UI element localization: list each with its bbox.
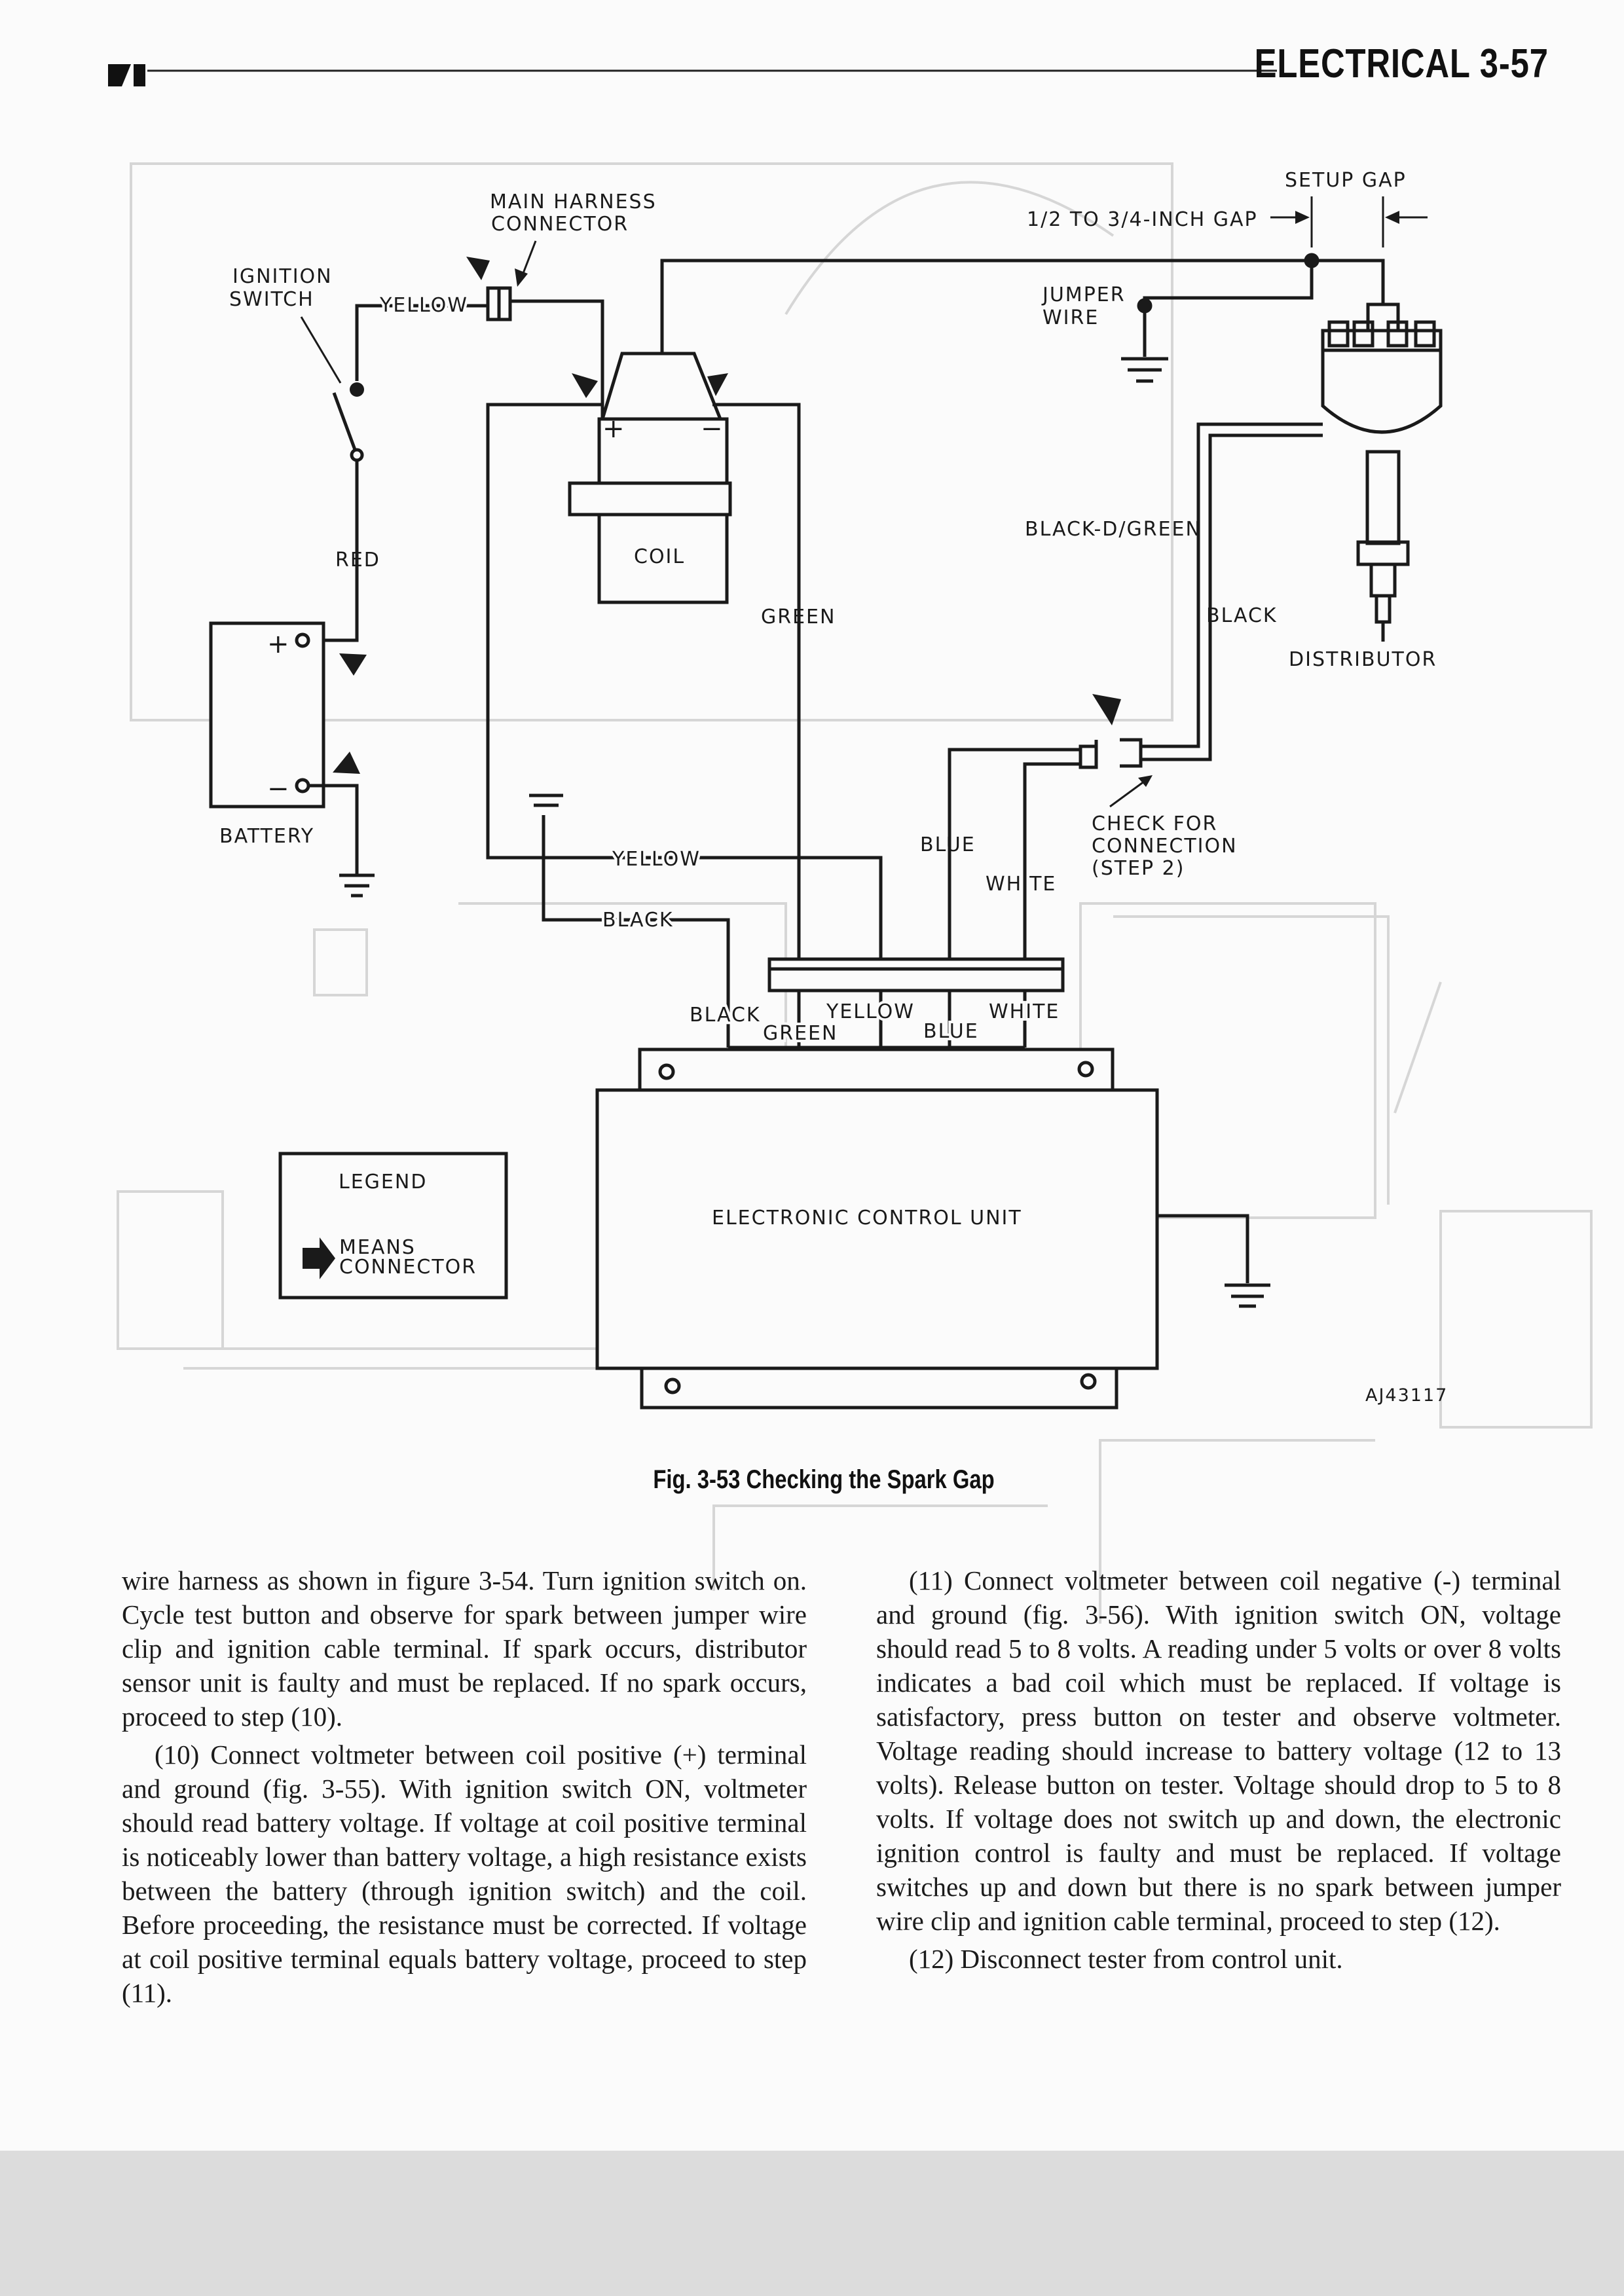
page-margin	[0, 2151, 1624, 2296]
gap-arrow-left-icon	[1270, 211, 1310, 224]
label-distributor: DISTRIBUTOR	[1289, 648, 1437, 671]
legend-connector: CONNECTOR	[339, 1256, 477, 1279]
ecu-icon	[595, 1048, 1159, 1410]
ignition-switch-icon	[332, 382, 364, 462]
label-ecu: ELECTRONIC CONTROL UNIT	[712, 1207, 1022, 1230]
publisher-logo-icon	[108, 64, 145, 86]
ground-mid-icon	[529, 793, 563, 807]
paragraph: wire harness as shown in figure 3-54. Tu…	[122, 1565, 807, 1732]
paragraph-step-12: (12) Disconnect tester from control unit…	[909, 1944, 1343, 1974]
label-yellow-mid: YELLOW	[612, 848, 701, 871]
wire-white	[1023, 762, 1080, 969]
check-connector-icon	[1079, 738, 1143, 769]
wire-green	[712, 403, 801, 969]
coil-icon	[568, 352, 732, 604]
label-main-harness: MAIN HARNESS	[490, 191, 657, 213]
legend-connector-arrow-icon	[303, 1237, 335, 1279]
label-bus-black: BLACK	[690, 1004, 761, 1027]
connector-arrow-icon	[572, 373, 598, 398]
label-black-d-green: BLACK-D/GREEN	[1025, 518, 1202, 541]
label-bus-blue: BLUE	[923, 1020, 979, 1043]
label-yellow-top: YELLOW	[379, 294, 468, 317]
legend-means: MEANS	[339, 1236, 416, 1259]
label-black-dist: BLACK	[1206, 604, 1278, 627]
label-black-mid: BLACK	[602, 909, 674, 932]
coil-minus-sign: −	[701, 414, 724, 444]
paragraph-step-10: (10) Connect voltmeter between coil posi…	[122, 1740, 807, 2008]
ecu-ground-icon	[1225, 1283, 1270, 1308]
coil-plus-sign: +	[602, 414, 626, 444]
harness-bus	[767, 957, 1065, 993]
wire-yellow	[486, 403, 883, 969]
text-column-left: wire harness as shown in figure 3-54. Tu…	[122, 1563, 807, 2014]
connector-arrow-icon	[339, 653, 367, 676]
connector-arrow-icon	[466, 257, 490, 280]
label-check-for: CHECK FOR	[1092, 812, 1217, 835]
label-step-2: (STEP 2)	[1092, 857, 1185, 880]
wire-to-coil-plus	[510, 299, 604, 422]
wire-black	[1132, 433, 1323, 761]
label-coil: COIL	[634, 545, 685, 568]
connector-arrow-icon	[1092, 694, 1121, 725]
gap-arrow-right-icon	[1385, 211, 1428, 224]
label-gap: 1/2 TO 3/4-INCH GAP	[1027, 208, 1258, 231]
label-jumper-wire: JUMPER	[1041, 283, 1126, 306]
label-main-harness-2: CONNECTOR	[491, 213, 629, 236]
label-red: RED	[335, 549, 380, 572]
label-white-mid: WHITE	[986, 873, 1056, 896]
label-ignition-switch-2: SWITCH	[229, 288, 314, 311]
wire-yellow-switch	[355, 304, 488, 381]
text-column-right: (11) Connect voltmeter between coil nega…	[876, 1563, 1561, 1980]
connector-arrow-icon	[707, 373, 728, 396]
label-jumper-wire-2: WIRE	[1043, 306, 1099, 329]
label-bus-white: WHITE	[989, 1000, 1060, 1023]
label-ignition-switch: IGNITION	[232, 265, 333, 288]
legend-title: LEGEND	[339, 1171, 427, 1194]
distributor-icon	[1321, 302, 1443, 642]
label-bus-green: GREEN	[763, 1022, 838, 1045]
wire-black-d-green	[1132, 422, 1323, 748]
label-connection: CONNECTION	[1092, 835, 1238, 858]
label-bus-yellow: YELLOW	[826, 1000, 915, 1023]
paragraph-step-11: (11) Connect voltmeter between coil nega…	[876, 1565, 1561, 1936]
battery-plus-sign: +	[267, 629, 291, 659]
page-header: ELECTRICAL 3-57	[1254, 41, 1549, 86]
label-battery: BATTERY	[219, 825, 314, 848]
jumper-ground-icon	[1121, 357, 1168, 383]
battery-icon	[209, 621, 325, 809]
figure-code: AJ43117	[1365, 1385, 1448, 1406]
connector-arrow-icon	[333, 752, 360, 774]
label-blue-mid: BLUE	[920, 833, 976, 856]
battery-minus-sign: −	[267, 774, 291, 804]
jumper-wire-line	[660, 259, 1312, 354]
figure-caption: Fig. 3-53 Checking the Spark Gap	[653, 1465, 995, 1494]
label-setup-gap: SETUP GAP	[1285, 169, 1407, 192]
legend-box	[278, 1152, 508, 1300]
label-green: GREEN	[761, 606, 836, 629]
wire-blue	[948, 748, 1080, 969]
battery-ground-icon	[339, 873, 375, 898]
wire-battery-ground	[308, 784, 359, 874]
wire-ecu-ground	[1157, 1214, 1249, 1283]
wire-black-ground	[542, 815, 730, 969]
